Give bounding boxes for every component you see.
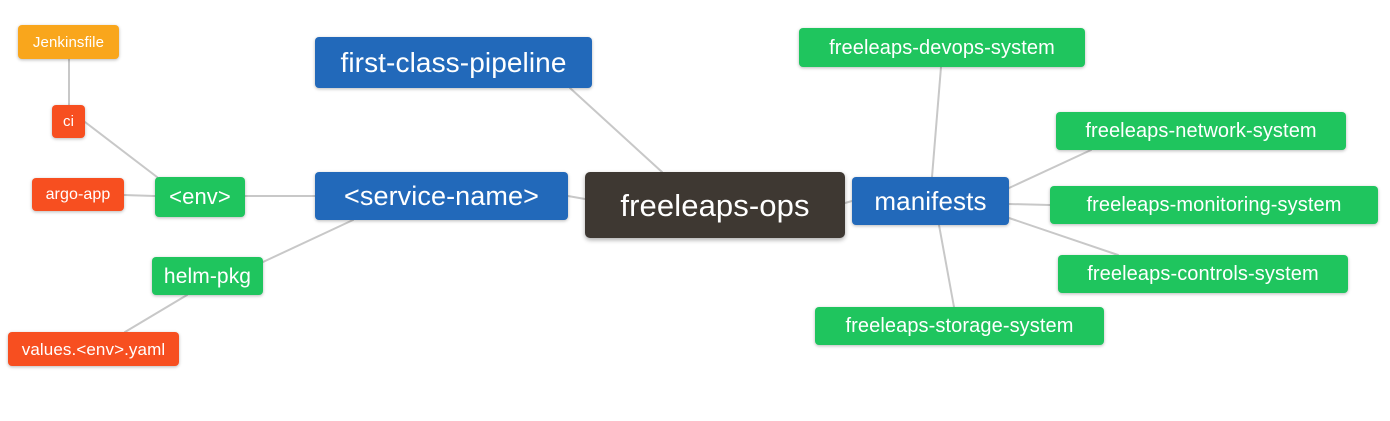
- node-freeleaps-devops-system[interactable]: freeleaps-devops-system: [799, 28, 1085, 67]
- node-freeleaps-monitoring-system[interactable]: freeleaps-monitoring-system: [1050, 186, 1378, 224]
- node-freeleaps-storage-system[interactable]: freeleaps-storage-system: [815, 307, 1104, 345]
- node-env[interactable]: <env>: [155, 177, 245, 217]
- node-first-class-pipeline[interactable]: first-class-pipeline: [315, 37, 592, 88]
- node-helm-pkg[interactable]: helm-pkg: [152, 257, 263, 295]
- node-jenkinsfile[interactable]: Jenkinsfile: [18, 25, 119, 59]
- edge-first-class-pipeline-to-freeleaps-ops: [569, 87, 663, 173]
- edge-manifests-to-freeleaps-storage-system: [938, 224, 955, 308]
- node-freeleaps-network-system[interactable]: freeleaps-network-system: [1056, 112, 1346, 150]
- node-argo-app[interactable]: argo-app: [32, 178, 124, 211]
- node-manifests[interactable]: manifests: [852, 177, 1009, 225]
- node-freeleaps-controls-system[interactable]: freeleaps-controls-system: [1058, 255, 1348, 293]
- edge-manifests-to-freeleaps-network-system: [1008, 149, 1092, 189]
- edge-argo-app-to-env: [123, 194, 156, 197]
- node-service-name[interactable]: <service-name>: [315, 172, 568, 220]
- node-values-env-yaml[interactable]: values.<env>.yaml: [8, 332, 179, 366]
- edge-service-name-to-freeleaps-ops: [567, 195, 586, 200]
- edge-manifests-to-freeleaps-devops-system: [931, 66, 942, 178]
- node-ci[interactable]: ci: [52, 105, 85, 138]
- edge-service-name-to-helm-pkg: [262, 219, 354, 263]
- node-freeleaps-ops[interactable]: freeleaps-ops: [585, 172, 845, 238]
- edge-ci-to-env: [84, 121, 158, 178]
- edge-freeleaps-ops-to-manifests: [844, 200, 853, 204]
- edge-manifests-to-freeleaps-monitoring-system: [1008, 203, 1051, 206]
- edge-helm-pkg-to-values-env-yaml: [124, 294, 188, 333]
